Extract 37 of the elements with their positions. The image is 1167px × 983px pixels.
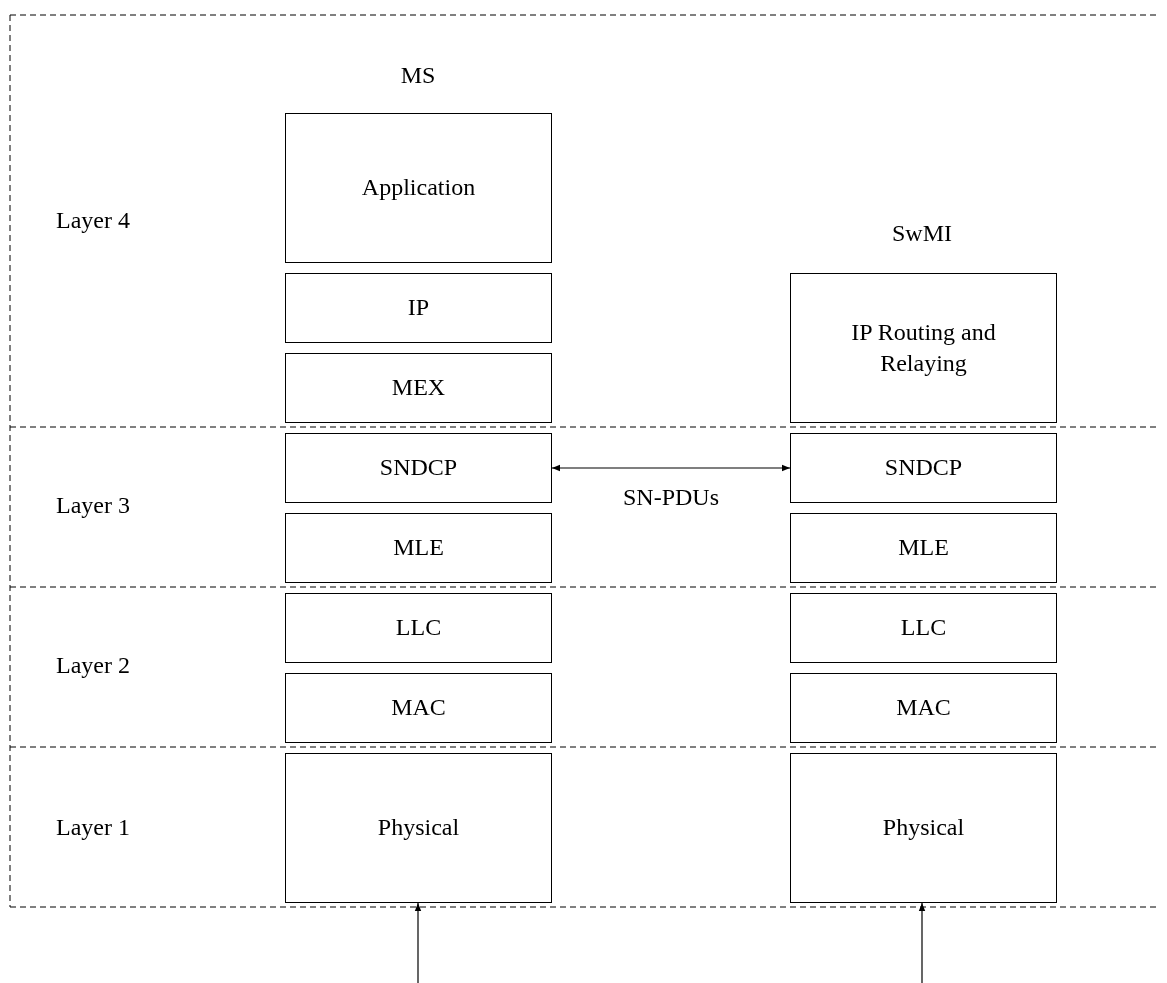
protocol-layer-box [285,273,552,343]
layer-name: LLC [900,613,947,643]
layer-label: Layer 4 [56,206,130,234]
layer-name: MAC [391,693,446,723]
protocol-layer-box [285,353,552,423]
layer-name: SNDCP [884,453,963,483]
protocol-layer-box [790,673,1057,743]
layer-name: Physical [377,813,460,843]
protocol-layer-box [790,433,1057,503]
layer-name: MLE [898,533,949,563]
layer-name: IP [407,293,430,323]
layer-name: LLC [395,613,442,643]
layer-name: MEX [391,373,446,403]
protocol-layer-box [790,593,1057,663]
arrow [918,902,926,983]
arrow [551,464,791,472]
protocol-layer-box [285,113,552,263]
layer-label: Layer 1 [56,813,130,841]
layer-label: Layer 2 [56,651,130,679]
layer-label: Layer 3 [56,491,130,519]
layer-name: MAC [896,693,951,723]
layer-name: Physical [882,813,965,843]
protocol-layer-box [285,673,552,743]
layer-name: MLE [393,533,444,563]
protocol-layer-box [790,753,1057,903]
protocol-layer-box [285,593,552,663]
protocol-layer-box [790,513,1057,583]
station-heading: MS [400,61,436,89]
protocol-layer-box [285,433,552,503]
protocol-layer-box [790,273,1057,423]
station-heading: SwMI [892,219,952,247]
arrow [414,902,422,983]
layer-name: IP Routing and Relaying [850,317,997,378]
protocol-layer-box [285,513,552,583]
layer-name: SNDCP [379,453,458,483]
layer-name: Application [361,173,476,203]
protocol-layer-box [285,753,552,903]
